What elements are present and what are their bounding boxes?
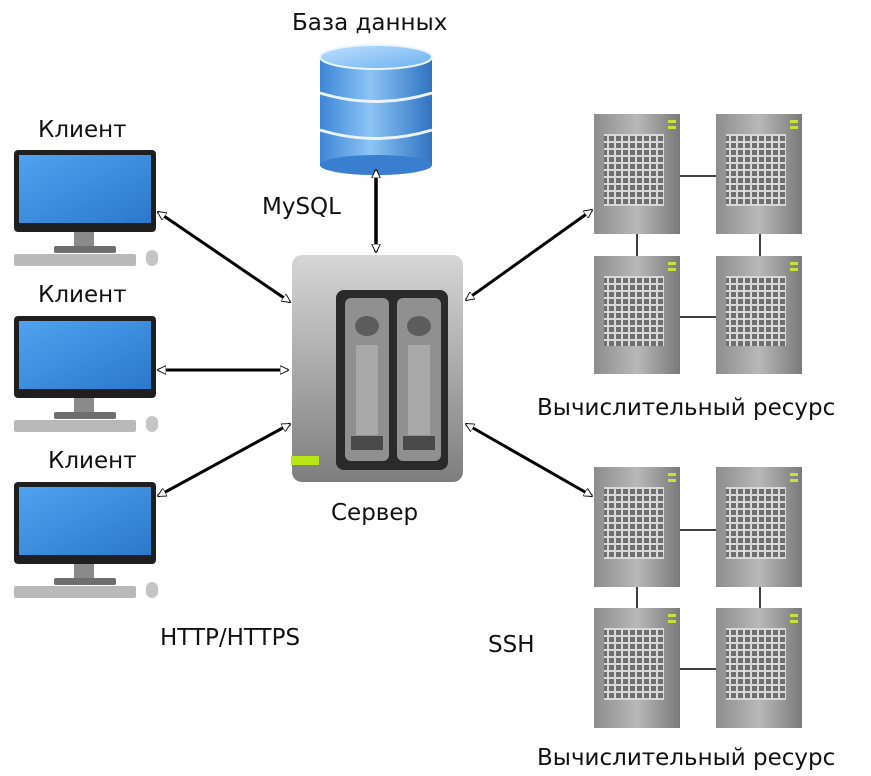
client-label: Клиент — [48, 448, 137, 474]
client-computer-icon — [14, 316, 158, 432]
compute-cluster-icon — [594, 467, 802, 728]
connection-arrow — [158, 422, 290, 498]
connection-arrow — [466, 422, 592, 498]
compute-resource-label: Вычислительный ресурс — [537, 745, 836, 771]
status-led-icon — [291, 456, 319, 465]
database-protocol-label: MySQL — [262, 194, 341, 220]
connections — [158, 170, 592, 498]
client-computer-icon — [14, 150, 158, 266]
server-icon — [291, 255, 463, 482]
compute-cluster-icon — [594, 114, 802, 374]
compute-resource-label: Вычислительный ресурс — [537, 395, 836, 421]
connection-arrow — [158, 210, 290, 304]
compute-protocol-label: SSH — [488, 632, 535, 658]
connection-arrow — [466, 208, 592, 302]
database-icon — [319, 44, 433, 175]
client-computer-icon — [14, 482, 158, 598]
database-title: База данных — [292, 10, 448, 36]
client-label: Клиент — [38, 282, 127, 308]
client-protocol-label: HTTP/HTTPS — [160, 625, 301, 651]
client-label: Клиент — [38, 117, 127, 143]
server-label: Сервер — [331, 500, 419, 526]
